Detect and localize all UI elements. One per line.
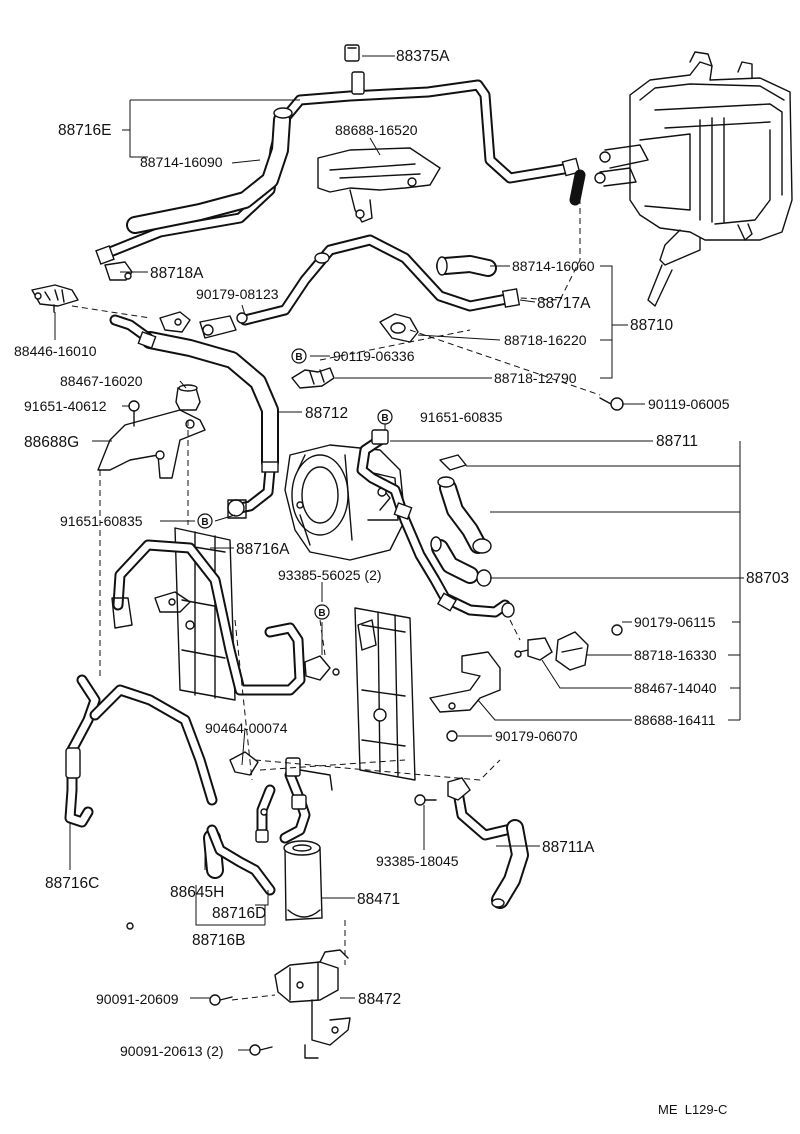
bolt-90119-06005	[599, 397, 624, 411]
label-88467-14040: 88467-14040	[634, 680, 717, 696]
label-88718-16220: 88718-16220	[504, 332, 587, 348]
pipe-88716a	[111, 499, 306, 696]
bolt-marker-b-2: B	[377, 409, 393, 425]
grommet-88467-14040	[514, 637, 553, 661]
label-88712: 88712	[305, 405, 348, 422]
label-88446-16010: 88446-16010	[14, 343, 97, 359]
label-90464-00074: 90464-00074	[205, 720, 288, 736]
label-88467-16020: 88467-16020	[60, 373, 143, 389]
nut-90179-08123	[199, 312, 248, 339]
leader-lines	[54, 55, 744, 1051]
pipe-88716e	[95, 79, 581, 265]
bolt-marker-b-1: B	[291, 348, 307, 364]
label-88472: 88472	[358, 991, 401, 1008]
label-90179-06070: 90179-06070	[495, 728, 578, 744]
misc-dot	[332, 668, 340, 676]
receiver-88471	[283, 840, 323, 921]
label-88471: 88471	[357, 891, 400, 908]
label-88718a: 88718A	[150, 265, 204, 282]
label-88714-16090: 88714-16090	[140, 154, 223, 170]
label-90119-06005: 90119-06005	[648, 396, 730, 412]
hose-88714-16060	[436, 255, 497, 277]
label-88688-16520: 88688-16520	[335, 122, 418, 138]
hose-88711a	[447, 777, 529, 909]
label-88718-12790: 88718-12790	[494, 370, 577, 386]
clip-88718a	[104, 261, 133, 281]
label-88688-16411: 88688-16411	[634, 712, 716, 728]
pipe-88716c	[64, 674, 218, 828]
bolt-90091-20609	[209, 994, 233, 1006]
label-88375a: 88375A	[396, 48, 450, 65]
label-88716c: 88716C	[45, 875, 99, 892]
bracket-88688g	[97, 409, 206, 479]
label-90179-08123: 90179-08123	[196, 286, 279, 302]
svg-text:B: B	[381, 413, 388, 424]
label-88716a: 88716A	[236, 541, 290, 558]
label-88716b: 88716B	[192, 932, 245, 949]
label-91651-40612: 91651-40612	[24, 398, 107, 414]
label-88688g: 88688G	[24, 434, 79, 451]
bolt-93385-18045	[414, 794, 437, 806]
label-88714-16060: 88714-16060	[512, 258, 595, 274]
label-93385-56025: 93385-56025 (2)	[278, 567, 382, 583]
label-88645h: 88645H	[170, 884, 224, 901]
hoses-88703	[430, 454, 492, 587]
pipe-88717a	[239, 169, 586, 326]
clamp-88718-12790	[291, 367, 335, 389]
label-88711a: 88711A	[542, 839, 595, 856]
receiver-panel	[354, 607, 416, 781]
bracket-88688-16520	[317, 147, 441, 223]
clamp-93385-56025	[304, 655, 331, 681]
label-88716e: 88716E	[58, 122, 111, 139]
label-90119-06336: 90119-06336	[333, 348, 415, 364]
bracket-88688-16411	[429, 651, 501, 713]
misc-dot	[126, 922, 134, 930]
label-91651-60835-left: 91651-60835	[60, 513, 143, 529]
nut-90179-06115	[611, 624, 623, 636]
svg-text:B: B	[201, 517, 208, 528]
pipe-88716b-88716d	[203, 757, 333, 896]
label-90091-20613: 90091-20613 (2)	[120, 1043, 224, 1059]
compressor	[284, 444, 406, 561]
bolt-marker-b-3: B	[197, 513, 213, 529]
clamp-88718-16330	[555, 631, 589, 671]
switch-88446-16010	[31, 284, 79, 313]
label-88718-16330: 88718-16330	[634, 647, 717, 663]
svg-text:B: B	[318, 608, 325, 619]
evaporator-unit	[594, 51, 793, 307]
clip-90464-00074	[229, 751, 259, 776]
label-88703: 88703	[746, 570, 789, 587]
grommet-88467-16020	[175, 384, 201, 411]
label-88716d: 88716D	[212, 905, 266, 922]
bolt-90091-20613	[249, 1044, 273, 1056]
label-90179-06115: 90179-06115	[634, 614, 716, 630]
label-88717a: 88717A	[537, 295, 591, 312]
label-91651-60835-top: 91651-60835	[420, 409, 503, 425]
condenser-panel	[154, 527, 236, 701]
label-93385-18045: 93385-18045	[376, 853, 459, 869]
label-90091-20609: 90091-20609	[96, 991, 179, 1007]
hose-88714-16090	[126, 107, 293, 234]
svg-text:B: B	[295, 352, 302, 363]
bracket-88472	[274, 949, 351, 1059]
label-88711: 88711	[656, 433, 698, 450]
diagram-reference: ME L129-C	[658, 1102, 727, 1117]
clamp-88375a	[344, 44, 365, 95]
dashed-assembly-lines	[71, 178, 601, 1001]
hose-88711	[356, 429, 515, 618]
part-labels: 88375A 88716E 88714-16090 88688-16520 88…	[14, 48, 789, 1117]
clamp-88718-16220	[379, 313, 419, 343]
label-88710: 88710	[630, 317, 673, 334]
nut-90179-06070	[446, 730, 458, 742]
bolt-marker-b-4: B	[314, 604, 330, 620]
hose-88712	[109, 311, 279, 514]
